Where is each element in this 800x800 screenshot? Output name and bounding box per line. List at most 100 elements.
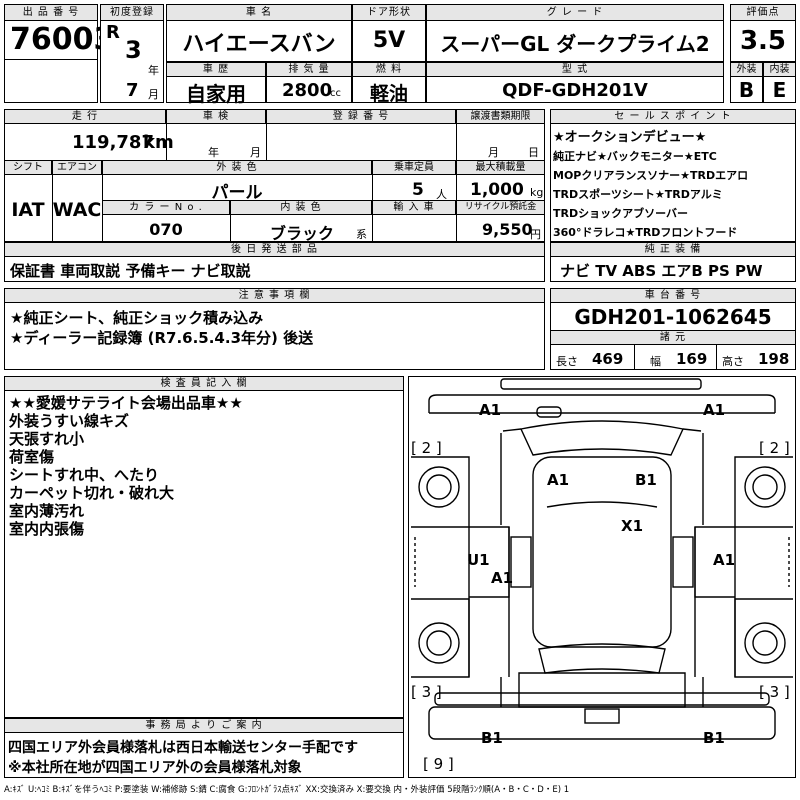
load-unit: kg xyxy=(530,186,544,199)
wheel-right-front-inner xyxy=(752,474,778,500)
inspector-line: 室内内張傷 xyxy=(9,520,85,538)
wheel-right-front xyxy=(744,466,786,508)
bracket-right-bottom: [ 3 ] xyxy=(759,683,790,701)
recycle-value: 9,550 xyxy=(482,220,533,239)
selling-points-list: ★オークションデビュー★ 純正ナビ★バックモニター★ETC MOPクリアランスソ… xyxy=(553,128,795,242)
inspector-line: シートすれ中、へたり xyxy=(9,466,160,484)
specs-grid xyxy=(4,109,545,242)
mark-rear-left: B1 xyxy=(481,729,503,747)
transfer-month-unit: 月 xyxy=(488,146,499,159)
plate-label: 登 録 番 号 xyxy=(266,109,456,124)
chassis-label: 車 台 番 号 xyxy=(550,288,796,303)
capacity-value: 5 xyxy=(412,180,424,200)
load-label: 最大積載量 xyxy=(456,160,545,175)
bracket-rear-bottom: [ 9 ] xyxy=(423,755,454,773)
office-line: 四国エリア外会員様落札は西日本輸送センター手配です xyxy=(8,740,358,756)
wheel-right-rear-inner xyxy=(752,630,778,656)
mark-front-right: A1 xyxy=(703,401,726,419)
mark-left-door: U1 xyxy=(467,551,490,569)
wheel-left-front xyxy=(418,466,460,508)
history-value: 自家用 xyxy=(186,82,246,106)
year-unit: 年 xyxy=(148,64,159,77)
ext-grade-value: B xyxy=(738,78,755,102)
left-front-fender xyxy=(411,456,470,528)
score-label: 評価点 xyxy=(730,4,796,21)
vehicle-diagram: A1 A1 A1 B1 X1 U1 A1 A1 B1 B1 [ 2 ] [ 2 … xyxy=(408,376,796,778)
inspector-box xyxy=(4,376,404,718)
bracket-left-bottom: [ 3 ] xyxy=(411,683,442,701)
license-plate-rear xyxy=(584,708,620,724)
car-outline xyxy=(411,378,793,740)
damage-legend: A:ｷｽﾞ U:ﾍｺﾐ B:ｷｽﾞを伴うﾍｺﾐ P:要塗装 W:補修跡 S:錆 … xyxy=(4,785,570,795)
interior-color-unit: 系 xyxy=(356,228,367,241)
selling-point-line: TRDスポーツシート★TRDアルミ xyxy=(553,188,723,201)
car-name: ハイエースバン xyxy=(182,32,336,57)
import-label: 輸 入 車 xyxy=(372,200,456,215)
reg-month: 7 xyxy=(126,80,139,101)
wheel-right-rear xyxy=(744,622,786,664)
left-glass xyxy=(510,536,532,588)
int-grade-value: E xyxy=(772,78,787,102)
length-label: 長さ xyxy=(556,355,578,368)
color-no-label: カ ラ ー N o . xyxy=(102,200,230,215)
inspector-notes: ★★愛媛サテライト会場出品車★★ 外装うすい線キズ 天張すれ小 荷室傷 シートす… xyxy=(9,394,401,538)
door-label: ドア形状 xyxy=(352,4,426,21)
width-label: 幅 xyxy=(650,355,661,368)
recycle-label: リサイクル預託金 xyxy=(456,200,545,215)
inspector-line: カーペット切れ・破れ大 xyxy=(9,484,175,502)
wheel-left-rear-inner xyxy=(426,630,452,656)
inspector-label: 検 査 員 記 入 欄 xyxy=(4,376,404,391)
interior-color-label: 内 装 色 xyxy=(230,200,372,215)
fuel-value: 軽油 xyxy=(369,83,408,105)
mileage-unit: km xyxy=(143,132,174,153)
month-unit: 月 xyxy=(148,88,159,101)
score-value: 3.5 xyxy=(739,26,787,56)
grade-value: スーパーGL ダークプライム2 xyxy=(440,32,710,56)
inspector-line: ★★愛媛サテライト会場出品車★★ xyxy=(9,394,243,412)
color-no-value: 070 xyxy=(149,220,183,239)
selling-point-line: ★オークションデビュー★ xyxy=(553,130,707,145)
ext-grade-label: 外装 xyxy=(730,62,763,77)
roof xyxy=(532,456,672,648)
wheel-left-front-inner xyxy=(426,474,452,500)
mark-roof-right: B1 xyxy=(635,471,657,489)
bracket-left-top: [ 2 ] xyxy=(411,439,442,457)
inspection-month-unit: 月 xyxy=(250,146,261,159)
transfer-label: 譲渡書類期限 xyxy=(456,109,545,124)
selling-point-line: TRDショックアブソーバー xyxy=(553,207,688,220)
cautions-label: 注 意 事 項 欄 xyxy=(4,288,545,303)
windshield xyxy=(519,420,685,456)
right-front-fender xyxy=(734,456,793,528)
later-parts-value: 保証書 車両取説 予備キー ナビ取説 xyxy=(10,262,251,280)
length-value: 469 xyxy=(592,350,624,368)
selling-point-line: 360°ドラレコ★TRDフロントフード xyxy=(553,226,738,239)
load-value: 1,000 xyxy=(470,180,524,200)
mileage-label: 走 行 xyxy=(4,109,166,124)
selling-points-label: セ ー ル ス ポ イ ン ト xyxy=(550,109,796,124)
model-label: 型 式 xyxy=(426,62,724,77)
capacity-label: 乗車定員 xyxy=(372,160,456,175)
reg-year: 3 xyxy=(125,36,142,64)
grade-label: グ レ ー ド xyxy=(426,4,724,21)
caution-line: ★ディーラー記録簿 (R7.6.5.4.3年分) 後送 xyxy=(10,329,314,347)
era-letter: R xyxy=(106,22,120,43)
inspector-line: 外装うすい線キズ xyxy=(9,412,130,430)
mark-front-left: A1 xyxy=(479,401,502,419)
rear-window xyxy=(538,643,666,674)
color-value: パール xyxy=(211,183,263,203)
car-name-label: 車 名 xyxy=(166,4,352,21)
front-panel xyxy=(428,394,776,413)
chassis-number: GDH201-1062645 xyxy=(574,305,772,329)
equipment-value: ナビ TV ABS エアB PS PW xyxy=(560,262,763,280)
fuel-label: 燃 料 xyxy=(352,62,426,77)
capacity-unit: 人 xyxy=(436,188,447,201)
right-glass xyxy=(672,536,694,588)
mark-left-door-lower: A1 xyxy=(491,569,514,587)
selling-points-box xyxy=(550,109,796,242)
a-pillars xyxy=(502,428,702,432)
mark-roof-rear: X1 xyxy=(621,517,644,535)
shift-label: シフト xyxy=(4,160,52,175)
mileage-value: 119,787 xyxy=(72,132,154,153)
shift-value: IAT xyxy=(11,199,45,221)
front-bumper xyxy=(500,378,702,390)
